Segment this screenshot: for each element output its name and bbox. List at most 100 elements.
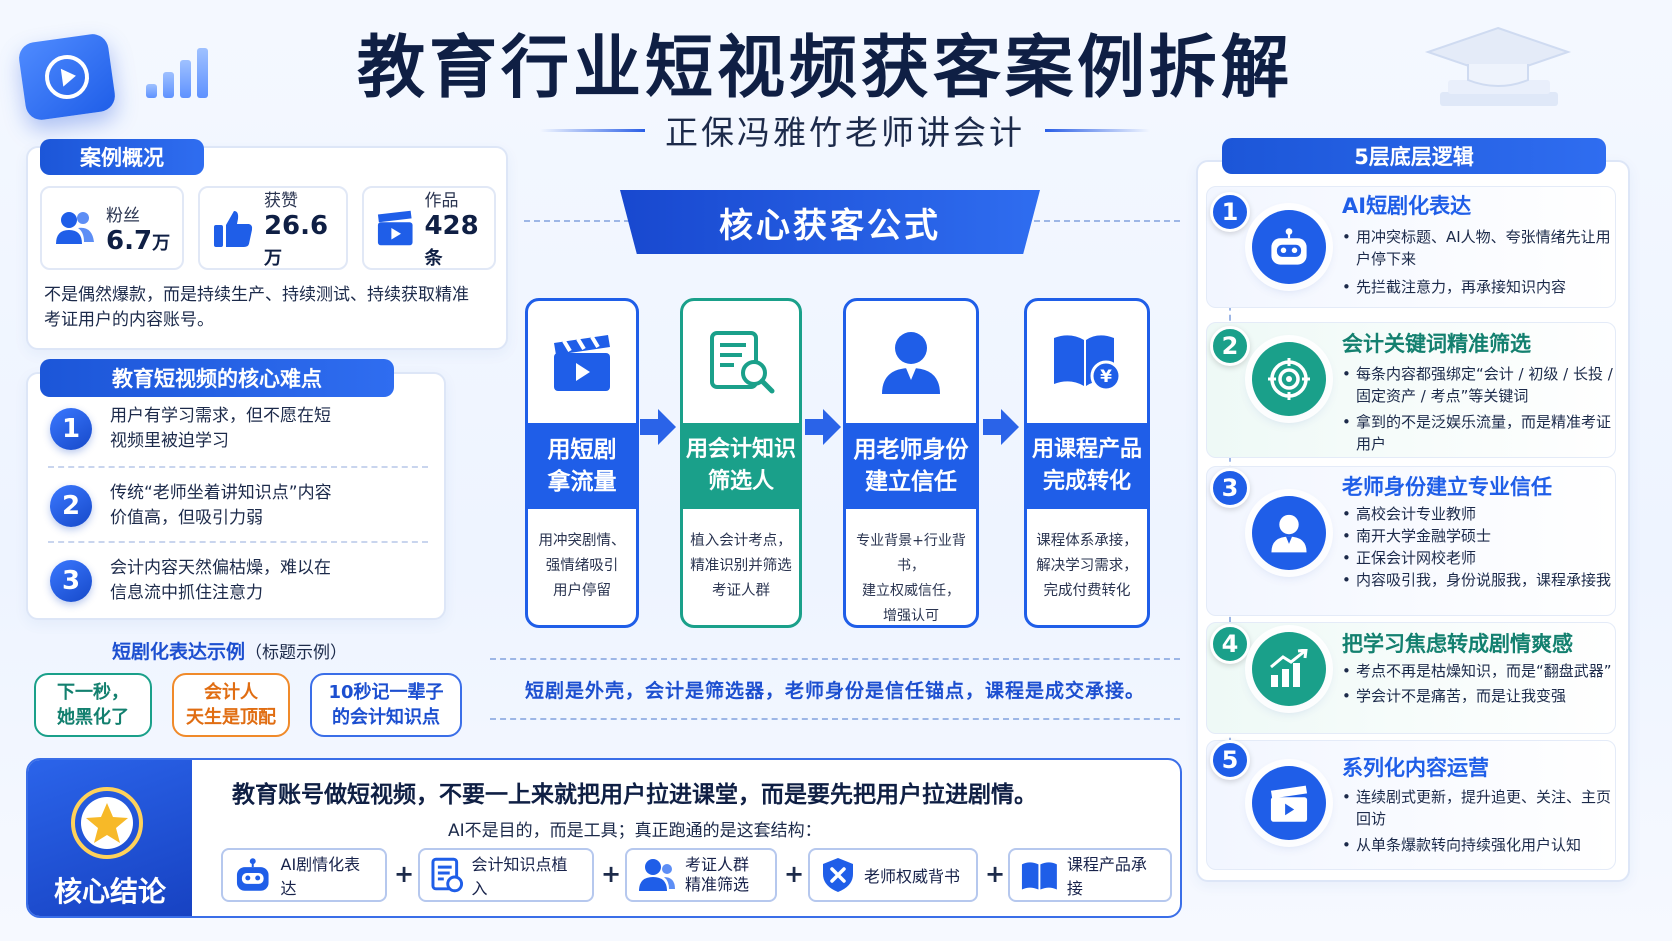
plus-sign: + (394, 860, 415, 888)
robot-icon (1271, 228, 1307, 265)
layer-title: 会计关键词精准筛选 (1342, 332, 1531, 356)
layer-number-badge: 5 (1210, 740, 1250, 780)
example-title-chip: 会计人天生是顶配 (172, 673, 290, 737)
difficulty-text: 用户有学习需求，但不愿在短视频里被迫学习 (110, 406, 331, 451)
layer-number-badge: 1 (1210, 192, 1250, 232)
robot-icon (236, 858, 269, 891)
layer-bullet: 连续剧式更新，提升追更、关注、主页回访 (1342, 786, 1617, 830)
difficulty-item: 2 传统“老师坐着讲知识点”内容价值高，但吸引力弱 (50, 481, 430, 531)
layer-bullets: 每条内容都强绑定“会计 / 初级 / 长投 / 固定资产 / 考点”等关键词 拿… (1342, 363, 1617, 455)
video-clapper-icon (377, 210, 413, 246)
formula-step-traffic: 用短剧拿流量 用冲突剧情、强情绪吸引用户停留 (525, 298, 639, 628)
conclusion-headline: 教育账号做短视频，不要一上来就把用户拉进课堂，而是要先把用户拉进剧情。 (232, 782, 1037, 808)
difficulty-text: 传统“老师坐着讲知识点”内容价值高，但吸引力弱 (110, 483, 332, 528)
layer-icon-wrap (1252, 496, 1326, 570)
stat-value: 26.6万 (263, 210, 329, 269)
layer-bullet: 学会计不是痛苦，而是让我变强 (1342, 685, 1617, 707)
step-description: 植入会计考点，精准识别并筛选考证人群 (690, 533, 792, 599)
difficulties-heading: 教育短视频的核心难点 (40, 359, 394, 397)
case-description: 不是偶然爆款，而是持续生产、持续测试、持续获取精准考证用户的内容账号。 (44, 285, 469, 330)
conclusion-label-block: 核心结论 (28, 760, 192, 916)
clapperboard-icon (1270, 785, 1308, 822)
target-icon (1268, 358, 1310, 400)
page-title: 教育行业短视频获客案例拆解 (356, 29, 1293, 108)
layer-title: 系列化内容运营 (1342, 756, 1489, 780)
conclusion-subline: AI不是目的，而是工具；真正跑通的是这套结构： (448, 821, 822, 841)
conclusion-panel: 核心结论 (26, 758, 1182, 918)
stat-works: 作品 428条 (362, 186, 496, 270)
layer-bullet: 先拦截注意力，再承接知识内容 (1342, 276, 1617, 298)
stat-value: 428条 (424, 210, 479, 269)
layer-title: 把学习焦虑转成剧情爽感 (1342, 632, 1573, 656)
layer-bullet: 每条内容都强绑定“会计 / 初级 / 长投 / 固定资产 / 考点”等关键词 (1342, 363, 1617, 407)
stat-fans: 粉丝 6.7万 (40, 186, 184, 270)
layer-bullets: 用冲突标题、AI人物、夸张情绪先让用户停下来 先拦截注意力，再承接知识内容 (1342, 226, 1617, 298)
step-title: 用老师身份建立信任 (846, 423, 976, 509)
layer-bullets: 高校会计专业教师 南开大学金融学硕士 正保会计网校老师 内容吸引我，身份说服我，… (1342, 503, 1617, 591)
difficulty-item: 1 用户有学习需求，但不愿在短视频里被迫学习 (50, 404, 430, 454)
thumbs-up-icon (213, 211, 253, 247)
layers-heading: 5层底层逻辑 (1222, 138, 1606, 174)
formula-step-trust: 用老师身份建立信任 专业背景+行业背书，建立权威信任，增强认可 (843, 298, 979, 628)
stat-label: 粉丝 (106, 205, 140, 226)
divider (490, 658, 1180, 660)
layer-icon-wrap (1252, 632, 1326, 706)
step-title: 用短剧拿流量 (528, 423, 636, 509)
layer-bullets: 连续剧式更新，提升追更、关注、主页回访 从单条爆款转向持续强化用户认知 (1342, 786, 1617, 856)
arrow-right-icon (983, 409, 1019, 445)
layer-icon-wrap (1252, 342, 1326, 416)
layer-bullet: 高校会计专业教师 (1342, 503, 1617, 525)
teacher-icon (1271, 514, 1307, 553)
divider (48, 541, 428, 543)
people-icon (639, 859, 675, 891)
plus-sign: + (784, 860, 805, 888)
page-subtitle: 正保冯雅竹老师讲会计 (540, 106, 1150, 154)
layer-bullet: 用冲突标题、AI人物、夸张情绪先让用户停下来 (1342, 226, 1617, 270)
formula-step-convert: ¥ 用课程产品完成转化 课程体系承接，解决学习需求，完成付费转化 (1024, 298, 1150, 628)
step-title: 用课程产品完成转化 (1027, 423, 1147, 509)
plus-sign: + (601, 860, 622, 888)
layer-bullet: 拿到的不是泛娱乐流量，而是精准考证用户 (1342, 411, 1617, 455)
formula-heading: 核心获客公式 (620, 190, 1040, 254)
layer-title: AI短剧化表达 (1342, 194, 1472, 218)
chain-text: 考证人群 精准筛选 (685, 855, 750, 894)
layer-bullet: 考点不再是枯燥知识，而是“翻盘武器” (1342, 660, 1617, 682)
layer-icon-wrap (1252, 766, 1326, 840)
examples-heading: 短剧化表达示例（标题示例） (112, 641, 348, 663)
layer-icon-wrap (1252, 210, 1326, 284)
plus-sign: + (985, 860, 1006, 888)
teacher-icon (882, 332, 940, 394)
fans-icon (56, 212, 94, 244)
shield-icon (823, 858, 853, 892)
layer-bullet: 南开大学金融学硕士 (1342, 525, 1617, 547)
document-icon (431, 857, 464, 893)
play-icon (45, 55, 89, 99)
book-yen-icon: ¥ (1054, 335, 1122, 392)
arrow-right-icon (640, 409, 676, 445)
layer-bullet: 内容吸引我，身份说服我，课程承接我 (1342, 569, 1617, 591)
chain-text: 老师权威背书 (864, 867, 961, 886)
layer-number-badge: 2 (1210, 326, 1250, 366)
stat-label: 获赞 (263, 190, 298, 211)
chain-item: 会计知识点植入 (418, 848, 594, 902)
app-logo (17, 32, 117, 122)
formula-summary: 短剧是外壳，会计是筛选器，老师身份是信任锚点，课程是成交承接。 (524, 680, 1145, 702)
difficulties-panel (26, 372, 446, 620)
chain-item: 考证人群 精准筛选 (625, 848, 777, 902)
chain-text: 课程产品承接 (1066, 855, 1147, 898)
layer-title: 老师身份建立专业信任 (1342, 475, 1552, 499)
step-description: 用冲突剧情、强情绪吸引用户停留 (538, 533, 626, 599)
clapperboard-icon (554, 335, 610, 391)
book-icon (1021, 862, 1057, 890)
arrow-right-icon (805, 409, 841, 445)
number-badge: 1 (50, 408, 92, 450)
subtitle-text: 正保冯雅竹老师讲会计 (665, 113, 1025, 152)
number-badge: 2 (50, 485, 92, 527)
divider (48, 466, 428, 468)
example-title-chip: 10秒记一辈子的会计知识点 (310, 673, 462, 737)
step-description: 专业背景+行业背书，建立权威信任，增强认可 (856, 533, 966, 624)
example-title-chip: 下一秒，她黑化了 (34, 673, 152, 737)
chain-text: 会计知识点植入 (471, 855, 568, 898)
growth-chart-icon (1270, 649, 1308, 687)
difficulty-item: 3 会计内容天然偏枯燥，难以在信息流中抓住注意力 (50, 556, 430, 606)
